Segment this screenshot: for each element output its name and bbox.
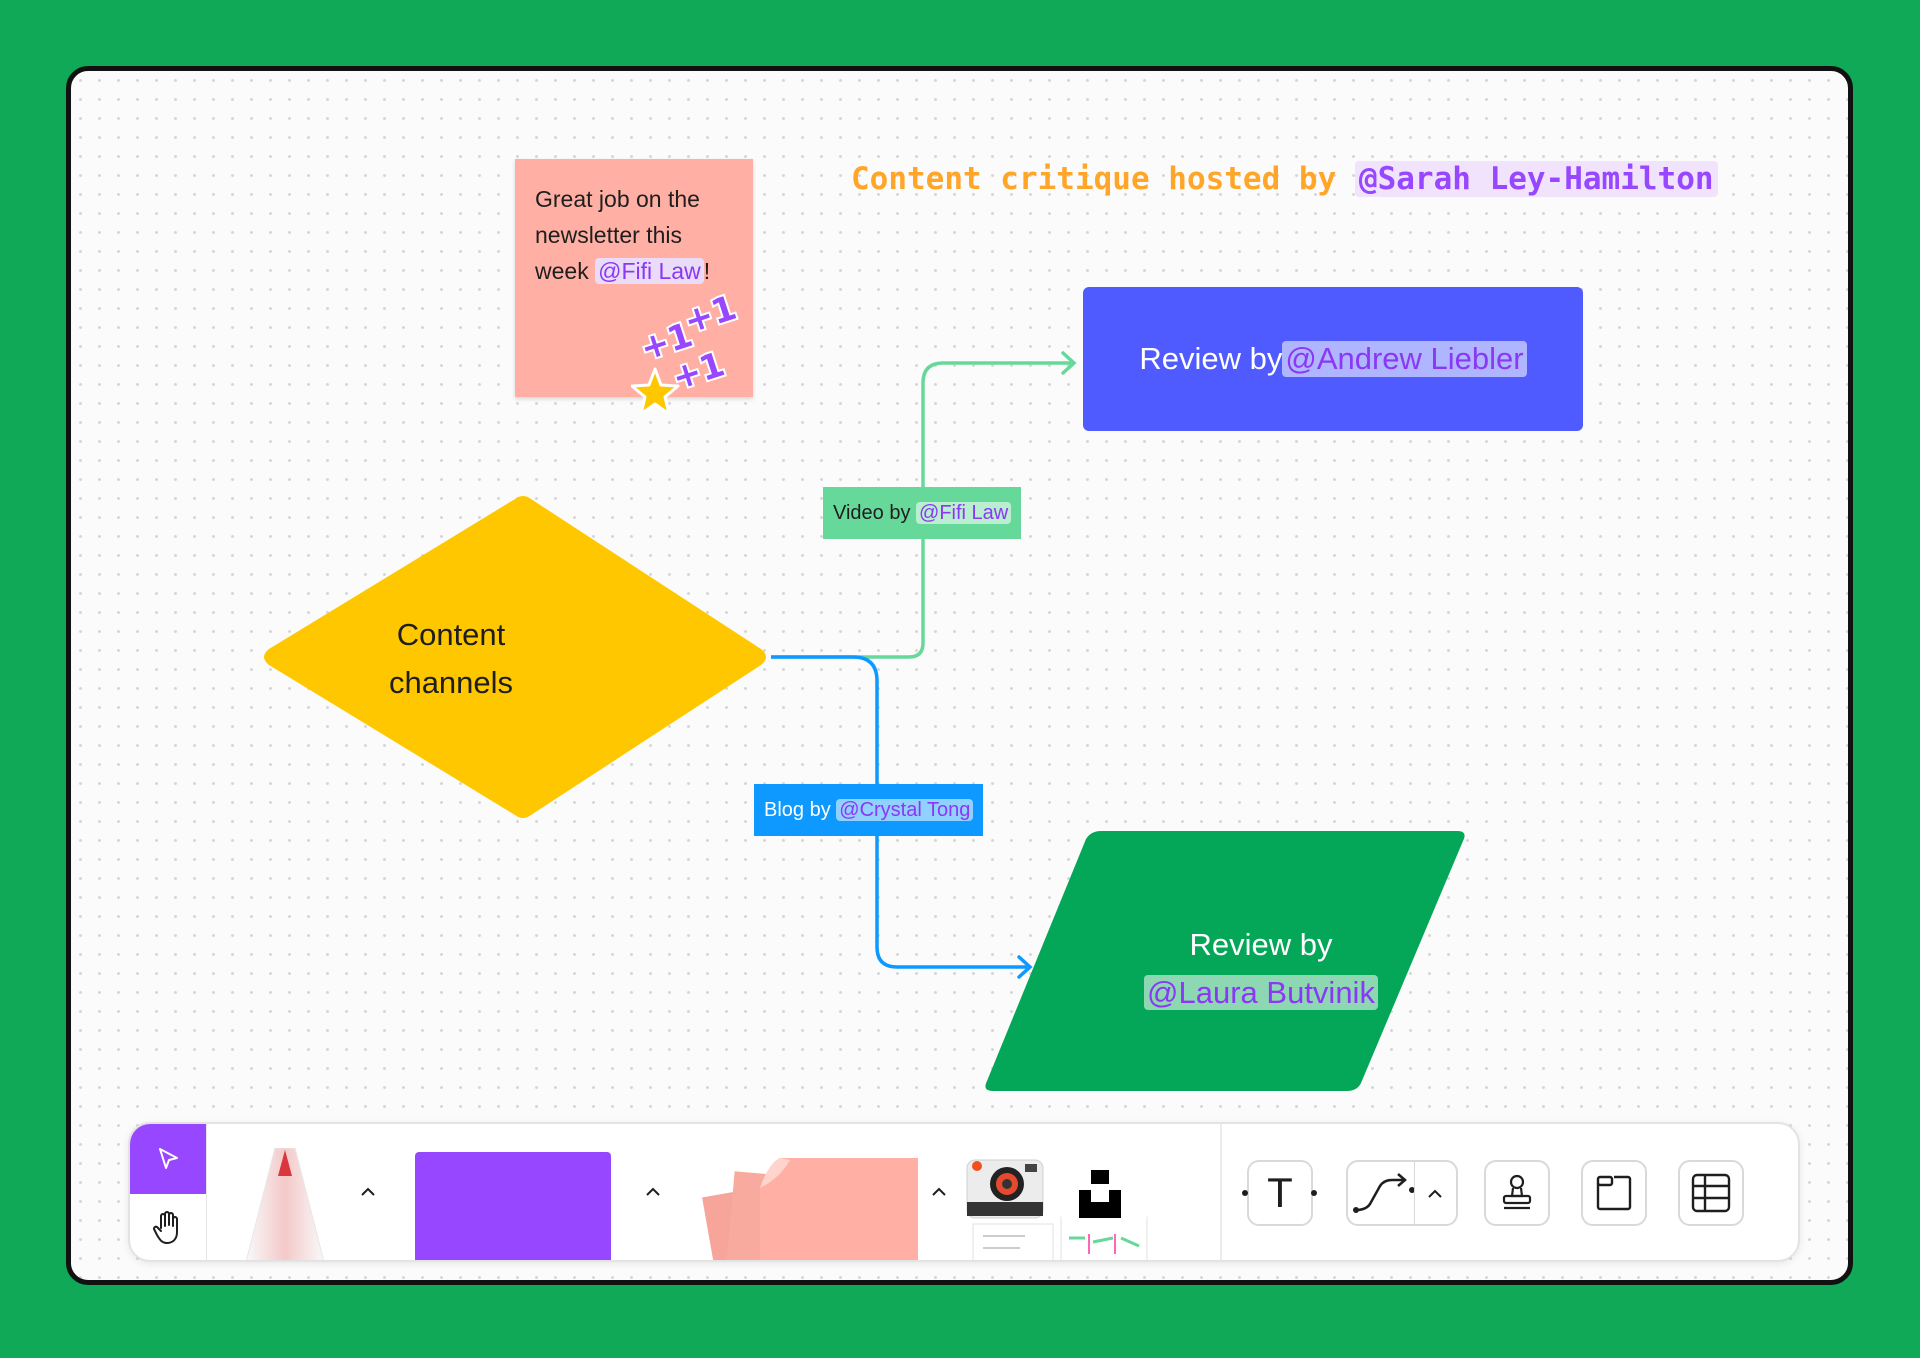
stamp-tool-button[interactable]: [1484, 1160, 1550, 1226]
connectors-layer: [264, 351, 1465, 1091]
stamp-icon: [1502, 1174, 1532, 1210]
review-top-label: Review by: [1139, 341, 1283, 376]
mention-fifi[interactable]: @Fifi Law: [595, 258, 704, 284]
arrowhead-video: [1061, 351, 1077, 375]
connector-label-video[interactable]: Video by @Fifi Law: [823, 487, 1022, 539]
table-tool-button[interactable]: [1678, 1160, 1744, 1226]
plus-one-stickers[interactable]: +1 +1 +1: [631, 289, 781, 419]
section-tool-button[interactable]: [1581, 1160, 1647, 1226]
canvas-frame[interactable]: Great job on the newsletter this week @F…: [66, 66, 1853, 1285]
mention-fifi-video[interactable]: @Fifi Law: [916, 502, 1012, 524]
select-tool-button[interactable]: [130, 1124, 206, 1194]
sticky-line-2: newsletter this: [535, 222, 683, 248]
chevron-up-icon[interactable]: [926, 1182, 952, 1202]
decision-label: Content channels: [388, 617, 514, 700]
toolbar-divider: [206, 1124, 207, 1260]
hand-icon: [153, 1211, 178, 1244]
connector-icon: [1353, 1173, 1414, 1213]
bottom-toolbar: T: [128, 1122, 1800, 1262]
hand-tool-button[interactable]: [130, 1194, 206, 1260]
connector-label-blog[interactable]: Blog by @Crystal Tong: [754, 784, 984, 836]
chevron-up-icon[interactable]: [640, 1182, 666, 1202]
decision-diamond[interactable]: [264, 496, 766, 818]
section-icon: [1596, 1175, 1632, 1211]
cursor-icon: [159, 1148, 178, 1169]
sticky-line-1: Great job on the: [535, 186, 700, 212]
shape-tool-button[interactable]: [415, 1152, 611, 1260]
review-box-top[interactable]: Review by @Andrew Liebler: [1083, 287, 1583, 431]
toolbar-divider: [1220, 1124, 1222, 1260]
text-tool-button[interactable]: T: [1247, 1160, 1313, 1226]
text-tool-icon: T: [1267, 1169, 1293, 1216]
widgets-button[interactable]: [965, 1154, 1155, 1262]
table-icon: [1691, 1173, 1731, 1213]
review-parallelogram[interactable]: [985, 831, 1465, 1091]
handle-dot: [1242, 1190, 1248, 1196]
sticky-tool-button[interactable]: [670, 1148, 930, 1262]
arrowhead-blog: [1017, 955, 1033, 979]
mention-crystal[interactable]: @Crystal Tong: [836, 799, 974, 821]
mention-andrew[interactable]: @Andrew Liebler: [1282, 341, 1527, 377]
handle-dot: [1311, 1190, 1317, 1196]
mention-laura[interactable]: @Laura Butvinik: [1144, 975, 1378, 1010]
sticky-note[interactable]: Great job on the newsletter this week @F…: [515, 159, 753, 397]
board-title[interactable]: Content critique hosted by @Sarah Ley-Ha…: [851, 161, 1718, 197]
chevron-up-icon[interactable]: [1422, 1184, 1448, 1204]
connector-tool-button[interactable]: [1346, 1160, 1458, 1226]
marker-tool-button[interactable]: [240, 1148, 330, 1262]
chevron-up-icon[interactable]: [355, 1182, 381, 1202]
mention-sarah[interactable]: @Sarah Ley-Hamilton: [1354, 161, 1718, 197]
review-bottom-label: Review by @Laura Butvinik: [1071, 921, 1451, 1017]
star-icon: [631, 367, 680, 416]
sticky-line-3: week @Fifi Law!: [535, 258, 711, 284]
